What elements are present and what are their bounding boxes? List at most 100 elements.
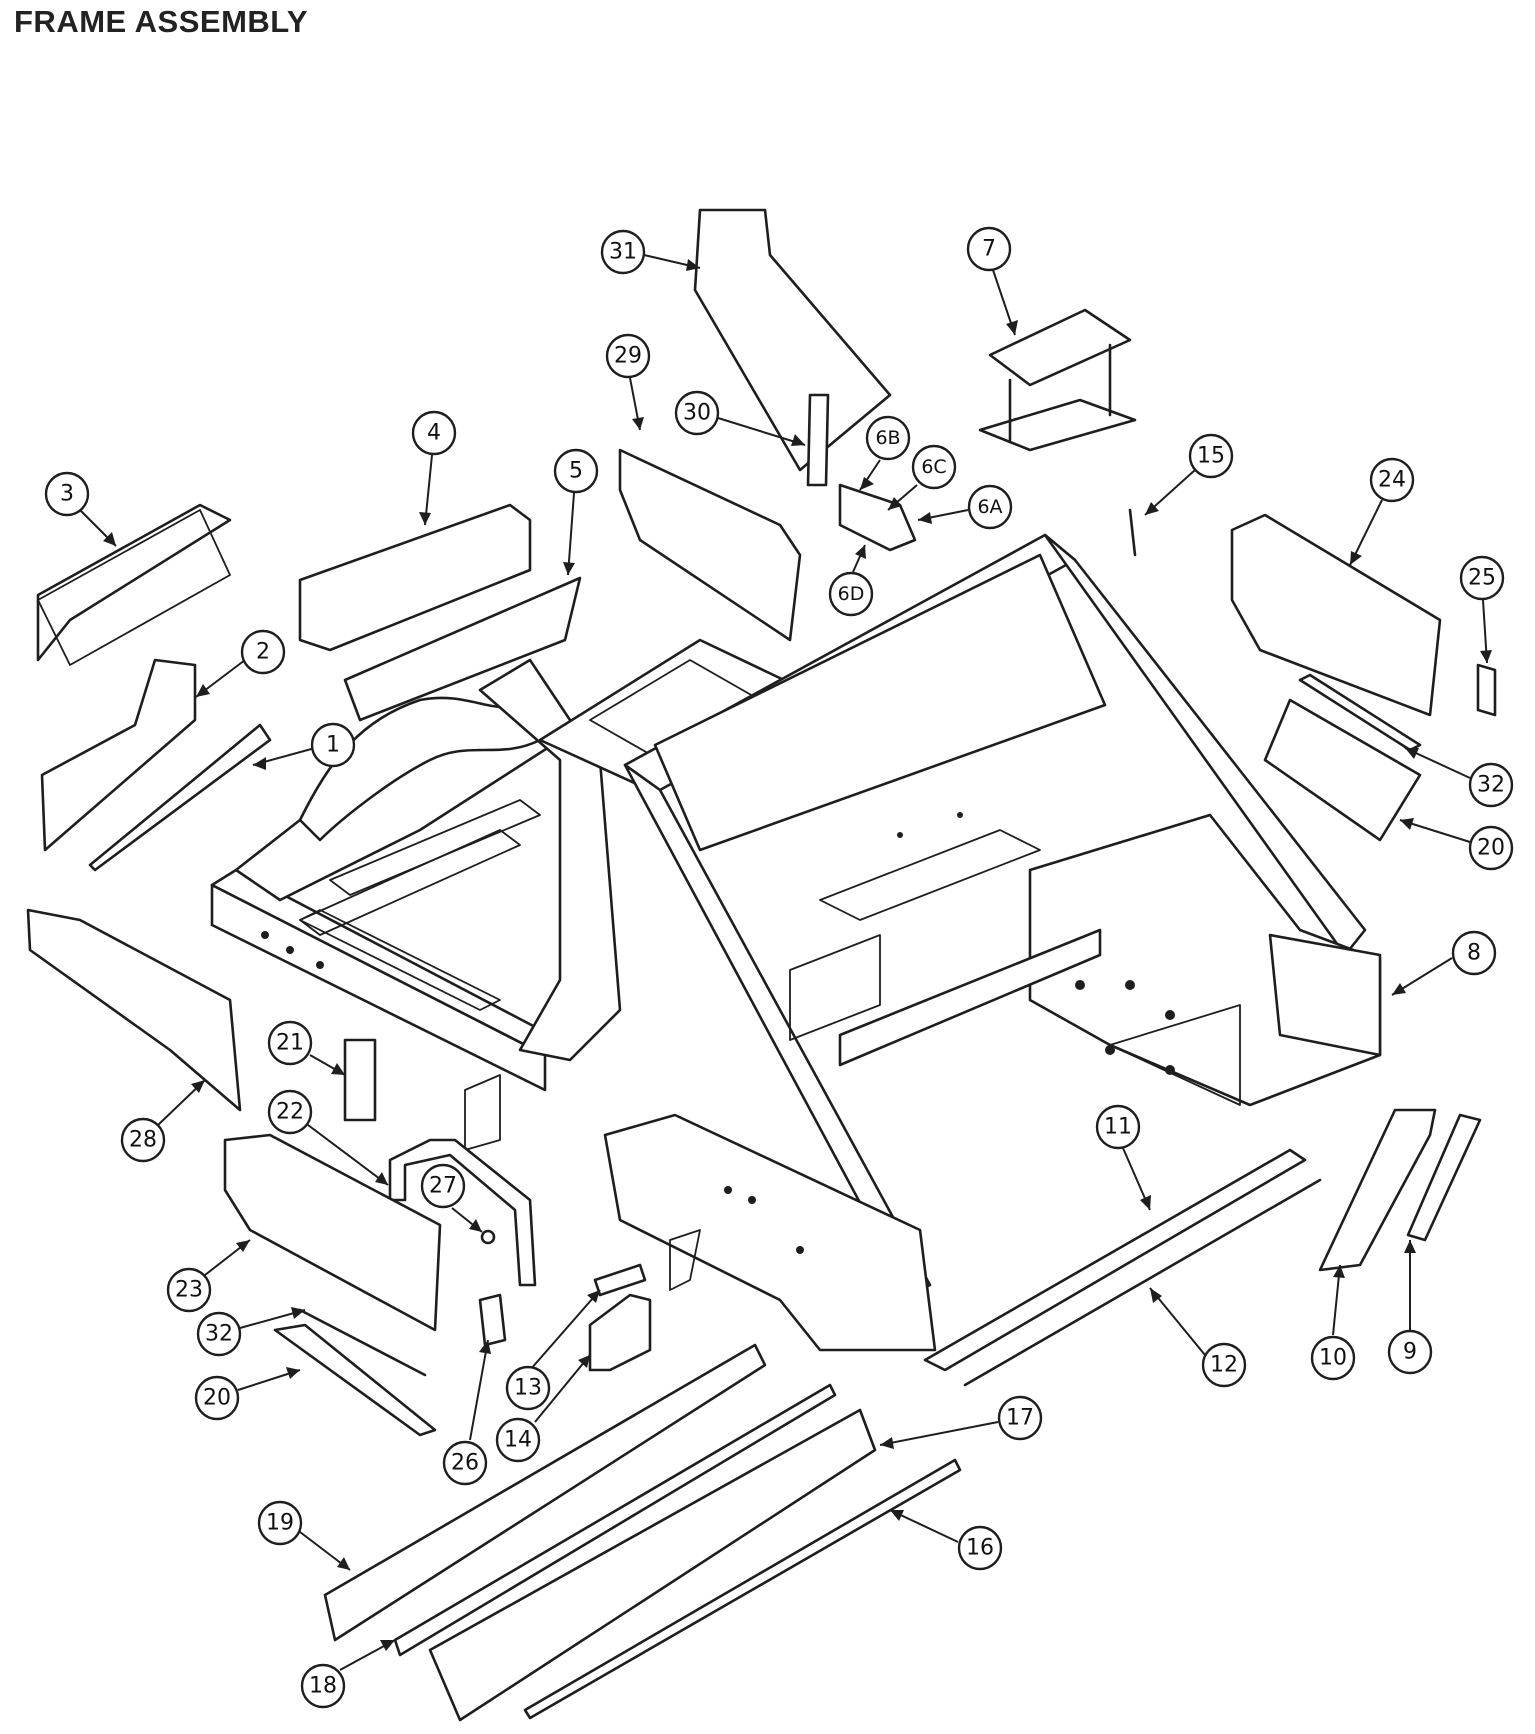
part-20-lower xyxy=(273,1323,437,1437)
callout-label-6b: 6B xyxy=(875,427,900,449)
part-17 xyxy=(428,1408,877,1722)
callout-2: 2 xyxy=(195,629,286,698)
part-29 xyxy=(618,448,802,642)
part-5 xyxy=(343,576,582,722)
part-28 xyxy=(26,908,242,1112)
callout-label-13: 13 xyxy=(514,1376,542,1401)
callout-label-21: 21 xyxy=(276,1031,304,1056)
part-7 xyxy=(988,308,1132,387)
callout-32-upper: 32 xyxy=(1404,747,1514,808)
callout-20-lower: 20 xyxy=(194,1367,301,1421)
callout-label-4: 4 xyxy=(427,421,441,446)
part-23 xyxy=(223,1133,442,1332)
callout-6d: 6D xyxy=(828,544,874,617)
callout-7: 7 xyxy=(966,226,1018,336)
callout-19: 19 xyxy=(257,1500,351,1571)
callout-13: 13 xyxy=(505,1289,601,1411)
callout-18: 18 xyxy=(300,1639,396,1709)
callout-label-26: 26 xyxy=(451,1451,479,1476)
callout-29: 29 xyxy=(605,333,651,431)
callout-25: 25 xyxy=(1459,555,1505,664)
callout-label-17: 17 xyxy=(1006,1406,1034,1431)
callout-label-12: 12 xyxy=(1210,1353,1238,1378)
part-16 xyxy=(523,1458,962,1720)
part-4 xyxy=(298,503,532,652)
callout-label-8: 8 xyxy=(1467,941,1481,966)
callout-21: 21 xyxy=(267,1020,346,1076)
part-10 xyxy=(1318,1108,1437,1272)
part-30 xyxy=(806,393,830,487)
callout-31: 31 xyxy=(600,229,701,275)
callout-1: 1 xyxy=(252,722,356,770)
part-15 xyxy=(1128,508,1137,557)
callout-label-32-lower: 32 xyxy=(205,1322,233,1347)
callout-11: 11 xyxy=(1095,1104,1151,1211)
callout-15: 15 xyxy=(1144,433,1234,516)
part-12 xyxy=(963,1178,1322,1387)
callout-label-6c: 6C xyxy=(921,456,946,478)
part-31 xyxy=(693,208,892,472)
callout-label-19: 19 xyxy=(266,1511,294,1536)
callout-28: 28 xyxy=(120,1079,206,1163)
callout-label-18: 18 xyxy=(309,1674,337,1699)
part-25 xyxy=(1476,663,1497,717)
callout-label-1: 1 xyxy=(326,733,340,758)
callout-label-23: 23 xyxy=(175,1278,203,1303)
callout-label-14: 14 xyxy=(504,1428,532,1453)
callout-label-29: 29 xyxy=(614,344,642,369)
callout-16: 16 xyxy=(889,1509,1003,1571)
callout-14: 14 xyxy=(495,1354,591,1463)
callout-label-25: 25 xyxy=(1468,566,1496,591)
part-32-lower xyxy=(298,1308,427,1377)
part-18 xyxy=(393,1383,837,1657)
part-27 xyxy=(480,1229,496,1245)
part-11 xyxy=(923,1148,1307,1372)
callout-8: 8 xyxy=(1391,930,1497,996)
part-19 xyxy=(323,1343,767,1642)
callout-32-lower: 32 xyxy=(196,1307,306,1357)
callout-label-16: 16 xyxy=(966,1536,994,1561)
callout-4: 4 xyxy=(411,410,457,526)
frame-holes xyxy=(261,812,1175,1254)
callout-label-2: 2 xyxy=(256,640,270,665)
part-20 xyxy=(1263,698,1422,842)
part-21 xyxy=(343,1038,377,1122)
callout-12: 12 xyxy=(1149,1287,1247,1388)
part-1 xyxy=(88,723,272,872)
part-14 xyxy=(588,1293,652,1372)
part-22 xyxy=(388,1138,537,1287)
callout-22: 22 xyxy=(267,1089,389,1186)
callout-label-5: 5 xyxy=(569,459,583,484)
callout-3: 3 xyxy=(44,471,117,547)
callout-17: 17 xyxy=(879,1395,1043,1449)
part-32 xyxy=(1298,673,1422,752)
callout-label-15: 15 xyxy=(1197,444,1225,469)
callout-label-31: 31 xyxy=(609,240,637,265)
callout-label-9: 9 xyxy=(1403,1340,1417,1365)
callout-label-20-lower: 20 xyxy=(203,1386,231,1411)
callout-label-3: 3 xyxy=(60,482,74,507)
callout-label-22: 22 xyxy=(276,1100,304,1125)
part-6 xyxy=(838,483,917,552)
callout-24: 24 xyxy=(1349,457,1415,566)
part-26 xyxy=(478,1293,507,1347)
part-2 xyxy=(40,658,197,852)
callout-20-upper: 20 xyxy=(1399,818,1514,871)
page-title: FRAME ASSEMBLY xyxy=(14,4,309,39)
callout-5: 5 xyxy=(553,448,599,576)
callout-label-7: 7 xyxy=(982,237,996,262)
callout-label-11: 11 xyxy=(1104,1115,1132,1140)
callout-label-20-upper: 20 xyxy=(1477,836,1505,861)
callout-6c: 6C xyxy=(887,444,957,511)
callout-label-10: 10 xyxy=(1319,1346,1347,1371)
callout-label-24: 24 xyxy=(1378,468,1406,493)
callout-label-30: 30 xyxy=(683,401,711,426)
callout-label-6d: 6D xyxy=(838,583,865,605)
callout-10: 10 xyxy=(1310,1264,1356,1381)
part-24 xyxy=(1230,513,1442,717)
callout-label-6a: 6A xyxy=(977,496,1002,518)
part-3 xyxy=(36,503,232,662)
callout-label-28: 28 xyxy=(129,1128,157,1153)
part-13 xyxy=(593,1263,647,1297)
callout-6a: 6A xyxy=(917,484,1013,530)
